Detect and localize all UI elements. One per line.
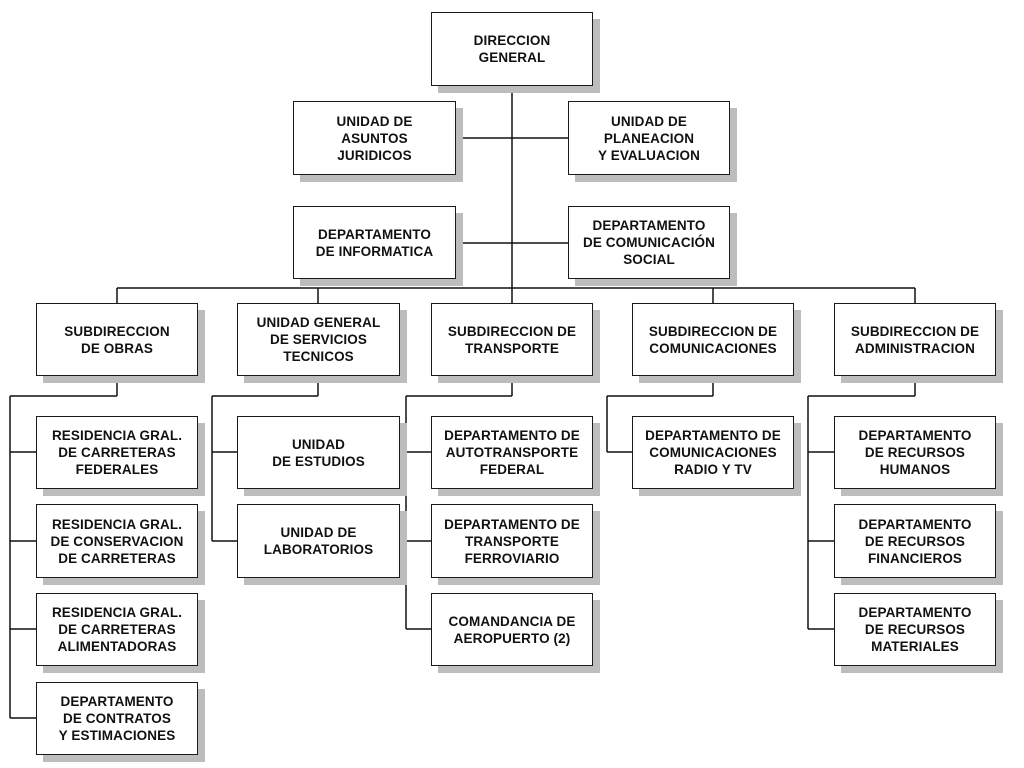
node-label: SUBDIRECCION DE COMUNICACIONES <box>648 323 778 356</box>
node-comunicaciones-radio-tv: DEPARTAMENTO DE COMUNICACIONES RADIO Y T… <box>632 416 794 489</box>
node-transporte-ferroviario: DEPARTAMENTO DE TRANSPORTE FERROVIARIO <box>431 504 593 578</box>
node-comandancia-aeropuerto: COMANDANCIA DE AEROPUERTO (2) <box>431 593 593 666</box>
node-planeacion-evaluacion: UNIDAD DE PLANEACION Y EVALUACION <box>568 101 730 175</box>
node-carreteras-federales: RESIDENCIA GRAL. DE CARRETERAS FEDERALES <box>36 416 198 489</box>
node-label: SUBDIRECCION DE TRANSPORTE <box>447 323 577 356</box>
node-asuntos-juridicos: UNIDAD DE ASUNTOS JURIDICOS <box>293 101 456 175</box>
node-label: RESIDENCIA GRAL. DE CARRETERAS ALIMENTAD… <box>51 605 183 654</box>
node-servicios-tecnicos: UNIDAD GENERAL DE SERVICIOS TECNICOS <box>237 303 400 376</box>
node-label: UNIDAD GENERAL DE SERVICIOS TECNICOS <box>256 315 381 364</box>
node-label: DEPARTAMENTO DE TRANSPORTE FERROVIARIO <box>444 516 580 566</box>
node-carreteras-alimentadoras: RESIDENCIA GRAL. DE CARRETERAS ALIMENTAD… <box>36 593 198 666</box>
node-label: DEPARTAMENTO DE RECURSOS HUMANOS <box>858 428 972 477</box>
node-label: COMANDANCIA DE AEROPUERTO (2) <box>448 613 576 646</box>
node-comunicacion-social: DEPARTAMENTO DE COMUNICACIÓN SOCIAL <box>568 206 730 279</box>
node-unidad-estudios: UNIDAD DE ESTUDIOS <box>237 416 400 489</box>
node-contratos-estimaciones: DEPARTAMENTO DE CONTRATOS Y ESTIMACIONES <box>36 682 198 755</box>
node-subdireccion-administracion: SUBDIRECCION DE ADMINISTRACION <box>834 303 996 376</box>
node-label: DIRECCION GENERAL <box>473 33 551 65</box>
node-label: DEPARTAMENTO DE RECURSOS MATERIALES <box>858 605 972 654</box>
node-recursos-materiales: DEPARTAMENTO DE RECURSOS MATERIALES <box>834 593 996 666</box>
node-label: DEPARTAMENTO DE INFORMATICA <box>315 226 434 259</box>
node-label: UNIDAD DE PLANEACION Y EVALUACION <box>598 113 700 163</box>
node-informatica: DEPARTAMENTO DE INFORMATICA <box>293 206 456 279</box>
node-label: UNIDAD DE ESTUDIOS <box>272 436 365 469</box>
node-label: RESIDENCIA GRAL. DE CARRETERAS FEDERALES <box>51 428 183 477</box>
node-conservacion-carreteras: RESIDENCIA GRAL. DE CONSERVACION DE CARR… <box>36 504 198 578</box>
node-label: SUBDIRECCION DE OBRAS <box>64 323 170 356</box>
node-label: DEPARTAMENTO DE AUTOTRANSPORTE FEDERAL <box>444 428 580 477</box>
node-subdireccion-transporte: SUBDIRECCION DE TRANSPORTE <box>431 303 593 376</box>
node-label: RESIDENCIA GRAL. DE CONSERVACION DE CARR… <box>50 516 184 566</box>
node-label: UNIDAD DE ASUNTOS JURIDICOS <box>336 113 413 163</box>
node-label: DEPARTAMENTO DE COMUNICACIÓN SOCIAL <box>583 218 715 267</box>
node-unidad-laboratorios: UNIDAD DE LABORATORIOS <box>237 504 400 578</box>
node-direccion-general: DIRECCION GENERAL <box>431 12 593 86</box>
node-autotransporte-federal: DEPARTAMENTO DE AUTOTRANSPORTE FEDERAL <box>431 416 593 489</box>
node-subdireccion-obras: SUBDIRECCION DE OBRAS <box>36 303 198 376</box>
node-label: DEPARTAMENTO DE RECURSOS FINANCIEROS <box>858 516 972 566</box>
node-label: UNIDAD DE LABORATORIOS <box>263 525 374 557</box>
node-label: SUBDIRECCION DE ADMINISTRACION <box>850 323 980 356</box>
node-label: DEPARTAMENTO DE CONTRATOS Y ESTIMACIONES <box>58 694 176 743</box>
node-recursos-financieros: DEPARTAMENTO DE RECURSOS FINANCIEROS <box>834 504 996 578</box>
node-label: DEPARTAMENTO DE COMUNICACIONES RADIO Y T… <box>645 428 781 477</box>
node-recursos-humanos: DEPARTAMENTO DE RECURSOS HUMANOS <box>834 416 996 489</box>
node-subdireccion-comunicaciones: SUBDIRECCION DE COMUNICACIONES <box>632 303 794 376</box>
